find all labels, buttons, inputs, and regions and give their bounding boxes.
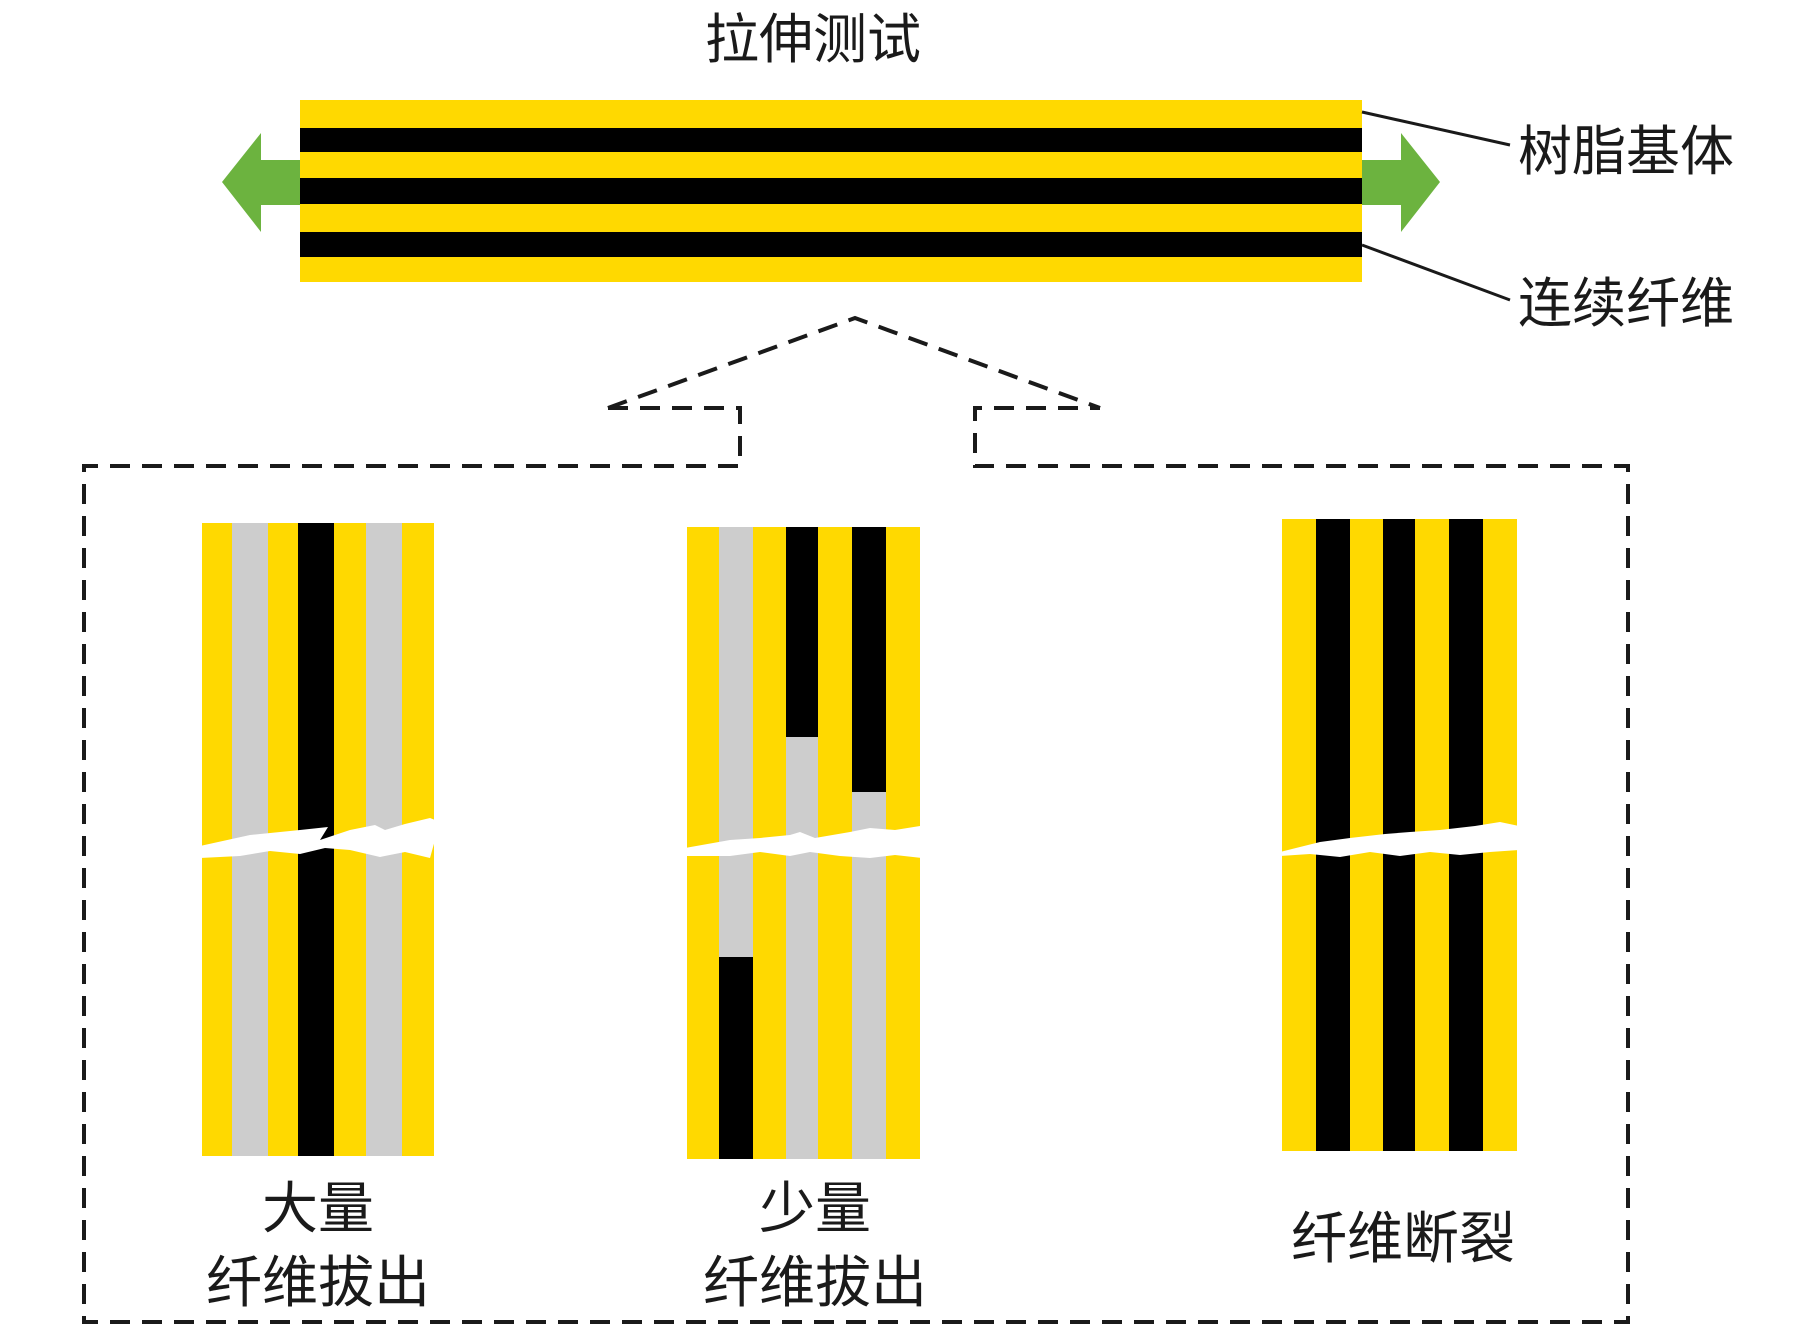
panel-caption: 纤维拔出 — [703, 1251, 927, 1316]
panel-caption: 少量 — [759, 1177, 871, 1242]
right-tension-arrow — [1362, 133, 1440, 232]
panel-fiber-break: 纤维断裂 — [1280, 519, 1519, 1272]
fracture-crack — [1280, 822, 1519, 857]
zoom-callout — [82, 315, 1630, 1324]
zoom-box-outline — [82, 406, 1630, 1324]
panel-caption: 纤维断裂 — [1291, 1207, 1515, 1272]
fracture-crack — [685, 826, 922, 858]
panel-many-pullout: 大量 纤维拔出 — [200, 523, 440, 1316]
fiber-label: 连续纤维 — [1518, 272, 1734, 335]
diagram-title: 拉伸测试 — [705, 8, 921, 71]
panel-caption: 纤维拔出 — [206, 1251, 430, 1316]
fiber-layer — [300, 178, 1362, 204]
zoom-connector — [607, 315, 1101, 410]
fracture-crack — [200, 818, 440, 858]
matrix-leader-line — [1361, 110, 1511, 147]
fiber-layer — [300, 232, 1362, 257]
fiber-leader-line — [1361, 243, 1511, 302]
fiber-layer — [300, 128, 1362, 152]
tensile-specimen — [222, 100, 1440, 282]
matrix-label: 树脂基体 — [1518, 120, 1734, 183]
panel-few-pullout: 少量 纤维拔出 — [685, 527, 927, 1316]
left-tension-arrow — [222, 133, 300, 232]
panel-caption: 大量 — [262, 1177, 374, 1242]
